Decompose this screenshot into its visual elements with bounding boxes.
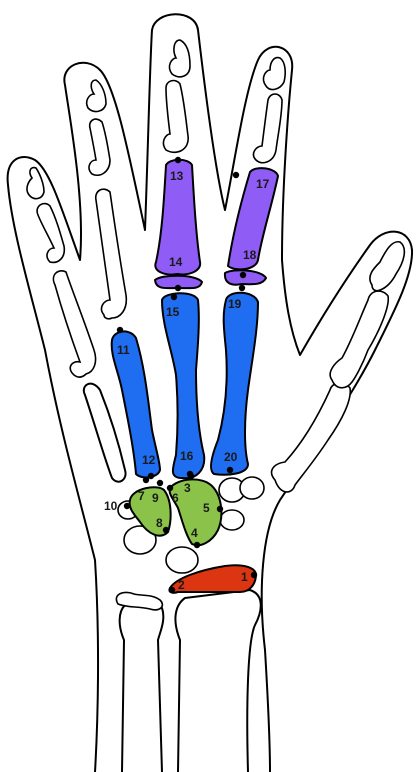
carpal-trapezium: [220, 510, 244, 530]
landmark-label-9: 9: [152, 491, 159, 505]
landmark-point-11: [117, 327, 123, 333]
landmark-label-19: 19: [228, 297, 242, 311]
landmark-point-19: [239, 285, 245, 291]
landmark-point-1: [251, 572, 257, 578]
landmark-point-4: [194, 542, 200, 548]
landmark-label-6: 6: [172, 491, 179, 505]
landmark-label-18: 18: [243, 248, 257, 262]
landmark-label-3: 3: [184, 481, 191, 495]
landmark-point-10: [124, 503, 130, 509]
landmark-label-1: 1: [241, 570, 248, 584]
landmark-label-16: 16: [180, 449, 194, 463]
landmark-label-5: 5: [203, 501, 210, 515]
landmark-point-18: [240, 272, 246, 278]
landmark-label-12: 12: [142, 453, 156, 467]
landmark-point-20: [227, 467, 233, 473]
landmark-point-14: [175, 285, 181, 291]
landmark-point-12: [148, 473, 154, 479]
landmark-point-17: [233, 172, 239, 178]
ulna: [120, 601, 164, 772]
landmark-point-7: [143, 477, 149, 483]
landmark-label-7: 7: [138, 489, 145, 503]
landmark-label-8: 8: [156, 516, 163, 530]
landmark-label-17: 17: [256, 177, 270, 191]
landmark-point-2: [169, 587, 175, 593]
landmark-point-8: [163, 527, 169, 533]
landmark-label-10: 10: [104, 499, 118, 513]
landmark-label-13: 13: [170, 169, 184, 183]
landmark-label-20: 20: [224, 450, 238, 464]
landmark-label-2: 2: [178, 578, 185, 592]
landmark-point-13: [175, 157, 181, 163]
landmark-point-16: [188, 473, 194, 479]
landmark-label-15: 15: [166, 305, 180, 319]
landmark-point-9: [157, 480, 163, 486]
radius: [175, 590, 260, 772]
index-finger-phalanx-base: [225, 270, 266, 284]
carpal-trapezoid: [240, 477, 264, 499]
landmark-label-4: 4: [191, 526, 198, 540]
landmark-point-15: [171, 294, 177, 300]
landmark-label-11: 11: [117, 343, 130, 357]
landmark-point-5: [217, 506, 223, 512]
landmark-label-14: 14: [169, 255, 183, 269]
carpal-lunate: [166, 547, 198, 573]
